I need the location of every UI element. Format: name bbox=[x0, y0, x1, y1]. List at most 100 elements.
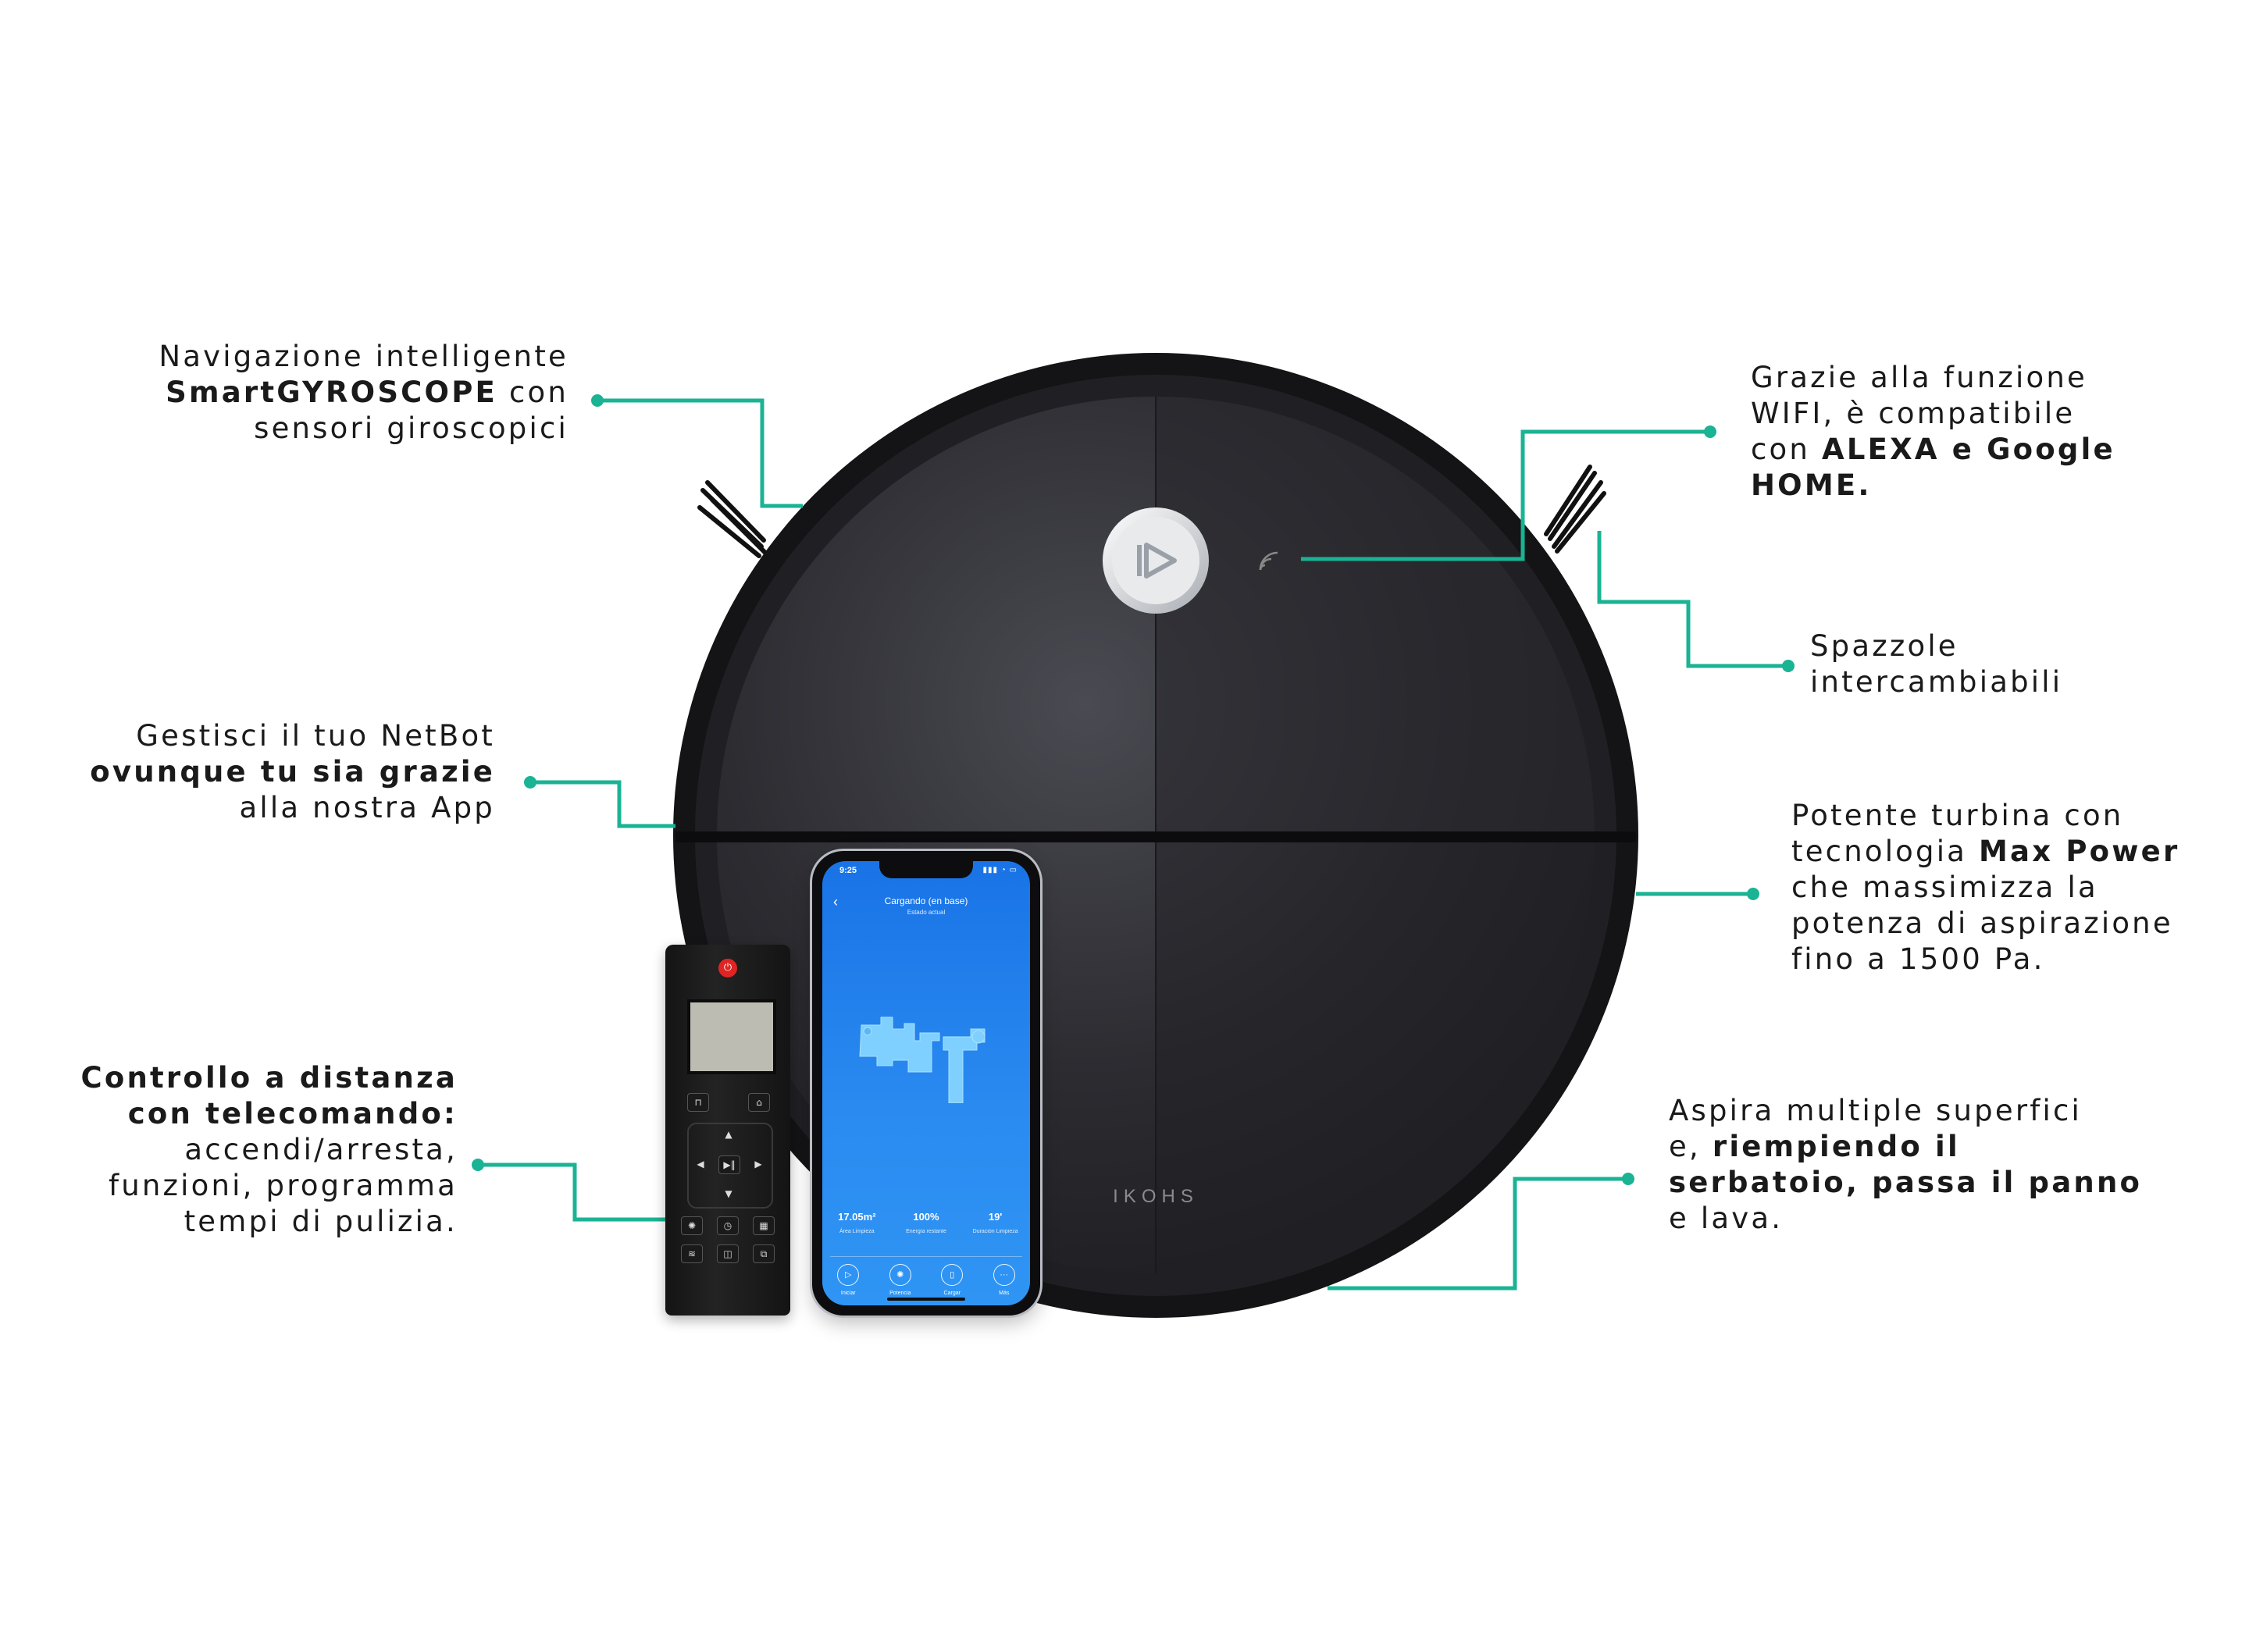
callout-surfaces: Aspira multiple superfici e, riempiendo … bbox=[1669, 1093, 2142, 1237]
arrow-left-icon[interactable]: ◀ bbox=[697, 1159, 704, 1170]
power-icon[interactable]: ⏻ bbox=[718, 959, 737, 977]
connector-surfaces bbox=[1328, 1177, 1628, 1291]
callout-navigation: Navigazione intelligente SmartGYROSCOPE … bbox=[159, 339, 568, 447]
more-icon: ··· bbox=[993, 1264, 1015, 1286]
nav-more[interactable]: ··· Más bbox=[978, 1264, 1031, 1296]
callout-remote: Controllo a distanza con telecomando: ac… bbox=[81, 1060, 458, 1240]
callout-line: alla nostra App bbox=[239, 791, 495, 824]
callout-wifi: Grazie alla funzione WIFI, è compatibile… bbox=[1751, 360, 2115, 504]
callout-line: Grazie alla funzione bbox=[1751, 361, 2087, 394]
callout-line: HOME. bbox=[1751, 468, 2115, 504]
callout-line: fino a 1500 Pa. bbox=[1791, 942, 2045, 976]
callout-line: potenza di aspirazione bbox=[1791, 906, 2173, 940]
nav-charge[interactable]: ▯ Cargar bbox=[926, 1264, 978, 1296]
callout-turbine: Potente turbina con tecnologia Max Power… bbox=[1791, 798, 2179, 977]
callout-line: Spazzole bbox=[1810, 629, 1959, 663]
fan-icon[interactable]: ✺ bbox=[681, 1216, 703, 1235]
callout-bold: HOME. bbox=[1751, 468, 1872, 502]
connector-navigation bbox=[597, 398, 803, 508]
callout-text: con bbox=[497, 376, 568, 409]
connector-dot bbox=[1782, 660, 1795, 672]
app-stats: 17.05m² Área Limpieza 100% Energía resta… bbox=[822, 1211, 1030, 1234]
nav-label: Cargar bbox=[943, 1291, 961, 1296]
connector-dot bbox=[524, 776, 536, 789]
callout-line: sensori giroscopici bbox=[254, 411, 568, 445]
callout-text: tecnologia bbox=[1791, 835, 1980, 868]
side-brush-right bbox=[1544, 465, 1606, 554]
connector-dot bbox=[1747, 888, 1759, 900]
app-divider bbox=[830, 1256, 1022, 1257]
nav-label: Iniciar bbox=[840, 1291, 856, 1296]
app-screen: 9:25 ▮▮▮ ◔ ▭ ‹ Cargando (en base) Estado… bbox=[822, 861, 1030, 1305]
stat-label: Duración Limpieza bbox=[972, 1229, 1018, 1234]
play-icon: ▷ bbox=[837, 1264, 860, 1286]
play-pause-icon[interactable]: ▶‖ bbox=[718, 1155, 740, 1174]
status-icons: ▮▮▮ ◔ ▭ bbox=[982, 866, 1018, 874]
callout-line: serbatoio, passa il panno bbox=[1669, 1165, 2142, 1201]
smartphone: 9:25 ▮▮▮ ◔ ▭ ‹ Cargando (en base) Estado… bbox=[812, 851, 1040, 1316]
app-subtitle: Estado actual bbox=[907, 909, 946, 916]
stat-area: 17.05m² Área Limpieza bbox=[822, 1211, 891, 1234]
stat-value: 17.05m² bbox=[838, 1211, 876, 1223]
stat-duration: 19' Duración Limpieza bbox=[961, 1211, 1030, 1234]
stat-label: Área Limpieza bbox=[839, 1229, 875, 1234]
schedule-icon[interactable]: ◫ bbox=[717, 1244, 739, 1263]
spot-icon[interactable]: ▦ bbox=[753, 1216, 775, 1235]
battery-icon: ▯ bbox=[941, 1264, 964, 1286]
callout-bold: Controllo a distanza bbox=[80, 1061, 458, 1095]
remote-display bbox=[687, 999, 776, 1074]
dock-icon[interactable]: ⧉ bbox=[753, 1244, 775, 1263]
connector-brushes bbox=[1597, 531, 1788, 668]
nav-start[interactable]: ▷ Iniciar bbox=[822, 1264, 875, 1296]
stat-energy: 100% Energía restante bbox=[892, 1211, 961, 1234]
nav-label: Más bbox=[999, 1291, 1010, 1296]
app-bottom-nav: ▷ Iniciar ✺ Potencia ▯ Cargar ··· Más bbox=[822, 1264, 1030, 1296]
callout-line: con telecomando: bbox=[81, 1096, 458, 1132]
callout-line: ovunque tu sia grazie bbox=[90, 754, 495, 790]
callout-line: con ALEXA e Google bbox=[1751, 432, 2115, 468]
nav-power[interactable]: ✺ Potencia bbox=[875, 1264, 927, 1296]
start-button-icon[interactable] bbox=[1103, 507, 1209, 614]
remote-control: ⏻ ⊓ ⌂ ▲ ◀ ▶‖ ▶ ▼ ✺ ◷ ▦ ≋ ◫ ⧉ bbox=[665, 945, 790, 1316]
status-time: 9:25 bbox=[839, 866, 857, 875]
connector-dot bbox=[1704, 425, 1716, 438]
edge-icon[interactable]: ≋ bbox=[681, 1244, 703, 1263]
direction-pad[interactable]: ▲ ◀ ▶‖ ▶ ▼ bbox=[687, 1123, 773, 1209]
callout-text: e, bbox=[1669, 1130, 1713, 1163]
callout-bold: ovunque tu sia grazie bbox=[90, 755, 495, 789]
app-title: Cargando (en base) bbox=[884, 895, 968, 906]
callout-line: tempi di pulizia. bbox=[184, 1205, 458, 1238]
arrow-right-icon[interactable]: ▶ bbox=[754, 1159, 762, 1170]
connector-wifi bbox=[1301, 429, 1710, 561]
callout-brushes: Spazzole intercambiabili bbox=[1810, 628, 2062, 700]
clock-icon[interactable]: ◷ bbox=[717, 1216, 739, 1235]
callout-line: Aspira multiple superfici bbox=[1669, 1094, 2082, 1127]
stat-value: 19' bbox=[988, 1211, 1003, 1223]
side-brush-left bbox=[697, 480, 768, 558]
arrow-up-icon[interactable]: ▲ bbox=[725, 1129, 732, 1140]
callout-line: accendi/arresta, bbox=[184, 1133, 458, 1166]
back-icon[interactable]: ‹ bbox=[833, 894, 838, 910]
callout-line: e, riempiendo il bbox=[1669, 1129, 2142, 1165]
callout-bold: SmartGYROSCOPE bbox=[166, 376, 497, 409]
arrow-down-icon[interactable]: ▼ bbox=[725, 1188, 732, 1199]
stat-label: Energía restante bbox=[906, 1229, 946, 1234]
fan-icon: ✺ bbox=[889, 1264, 911, 1286]
callout-line: intercambiabili bbox=[1810, 665, 2063, 699]
robot-brand: IKOHS bbox=[1113, 1186, 1199, 1207]
callout-line: Potente turbina con bbox=[1791, 799, 2124, 832]
callout-bold: ALEXA e Google bbox=[1822, 433, 2115, 466]
callout-line: funzioni, programma bbox=[109, 1169, 458, 1202]
home-icon[interactable]: ⌂ bbox=[748, 1093, 770, 1112]
callout-line: tecnologia Max Power bbox=[1791, 834, 2179, 870]
mode-icon[interactable]: ⊓ bbox=[687, 1093, 709, 1112]
callout-line: Controllo a distanza bbox=[81, 1060, 458, 1096]
home-indicator bbox=[887, 1298, 965, 1301]
connector-dot bbox=[591, 394, 604, 407]
connector-dot bbox=[472, 1159, 484, 1171]
callout-app: Gestisci il tuo NetBot ovunque tu sia gr… bbox=[90, 718, 495, 826]
callout-bold: serbatoio, passa il panno bbox=[1669, 1166, 2143, 1199]
callout-bold: Max Power bbox=[1979, 835, 2180, 868]
callout-line: Gestisci il tuo NetBot bbox=[136, 719, 495, 753]
callout-line: SmartGYROSCOPE con bbox=[159, 375, 568, 411]
